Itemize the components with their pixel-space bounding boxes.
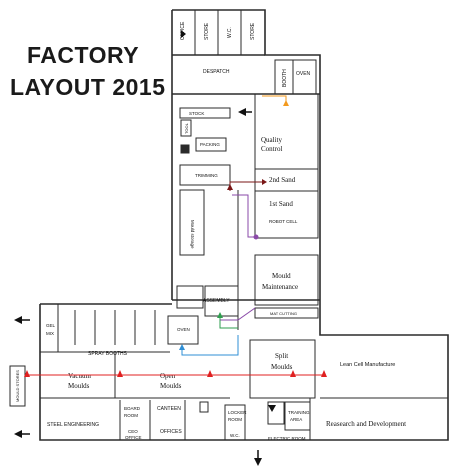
board-room-label-1: BOARD <box>124 406 141 411</box>
first-sand-label: 1st Sand <box>269 200 293 208</box>
stock-label: STOCK <box>189 111 204 116</box>
steel-engineering-label: STEEL ENGINEERING <box>47 422 99 428</box>
exit-arrow-west-bottom <box>14 430 22 438</box>
interior-walls <box>9 10 448 441</box>
flow-line-orange <box>262 95 287 104</box>
door-fixture-top <box>181 30 186 38</box>
training-area-label-1: TRAINING <box>288 410 310 415</box>
vacuum-moulds-label-1: Vacuum <box>68 372 91 380</box>
mould-stores-label: MOULD STORES <box>15 370 20 402</box>
booth-label: BOOTH <box>282 69 288 87</box>
flow-arrows <box>14 30 327 466</box>
flow-line-darkred <box>229 181 262 191</box>
wc-top-label: W.C. <box>227 27 233 38</box>
mould-maintenance-label-1: Mould <box>272 272 291 280</box>
research-development-label: Reasearch and Development <box>326 420 406 428</box>
spray-booths-label: SPRAY BOOTHS <box>88 351 128 357</box>
flow-line-purple <box>232 194 255 238</box>
arrow-red-2 <box>117 370 123 377</box>
second-sand-label: 2nd Sand <box>269 176 296 184</box>
title-line-1: FACTORY <box>27 42 140 68</box>
vacuum-moulds-label-2: Moulds <box>68 382 90 390</box>
locker-room-label-2: ROOM <box>228 417 242 422</box>
arrow-red-4 <box>290 370 296 377</box>
gel-mix-label-1: GEL <box>46 323 56 328</box>
locker-room-label-1: LOCKER <box>228 410 247 415</box>
arrow-green <box>217 312 223 318</box>
exit-arrow-despatch <box>238 108 246 116</box>
exit-arrow-south <box>254 458 262 466</box>
canteen-label: CANTEEN <box>157 406 181 412</box>
offices-label: OFFICES <box>160 429 182 435</box>
arrow-red-3 <box>207 370 213 377</box>
stair-icon <box>268 405 276 412</box>
arrow-red-1 <box>24 370 30 377</box>
exit-arrow-west-top <box>14 316 22 324</box>
room-labels: OFFICE STORE W.C. STORE BOOTH OVEN DESPA… <box>15 21 406 441</box>
training-area-label-2: AREA <box>290 417 302 422</box>
arrow-red-5 <box>321 370 327 377</box>
ceo-office-label-1: CEO <box>128 429 138 434</box>
gel-mix-label-2: MIX <box>46 331 54 336</box>
title-line-2: LAYOUT 2015 <box>10 74 166 100</box>
quality-control-label-2: Control <box>261 145 282 153</box>
trimming-label: TRIMMING <box>195 173 218 178</box>
store-label: STORE <box>204 22 210 40</box>
arrow-blue <box>179 344 185 350</box>
flow-line-purple-2 <box>220 307 256 321</box>
oven-top-label: OVEN <box>296 71 311 77</box>
arrow-darkred-2 <box>262 179 267 185</box>
packing-label: PACKING <box>200 142 220 147</box>
tool-label: TOOL <box>184 122 189 134</box>
flow-paths <box>25 95 325 376</box>
open-moulds-label-1: Open <box>160 372 176 380</box>
open-moulds-label-2: Moulds <box>160 382 182 390</box>
split-moulds-label-1: Split <box>275 352 288 360</box>
mould-maintenance-label-2: Maintenance <box>262 283 298 291</box>
outer-walls <box>39 9 449 441</box>
arrow-orange <box>283 100 289 106</box>
oven-mid-label: OVEN <box>177 327 190 332</box>
ceo-office-label-2: OFFICE <box>125 435 142 440</box>
office-top-label: OFFICE <box>180 21 186 40</box>
mould-storage-label: Mould storage <box>190 220 195 249</box>
despatch-label: DESPATCH <box>203 69 230 75</box>
electric-room-label: ELECTRIC ROOM <box>268 436 306 441</box>
arrow-darkred <box>227 184 233 190</box>
assembly-label: ASSEMBLY <box>203 298 230 304</box>
lean-cell-label: Lean Cell Manufacture <box>340 362 395 368</box>
split-moulds-label-2: Moulds <box>271 363 293 371</box>
flow-line-blue <box>181 335 239 356</box>
arrow-purple <box>253 234 259 240</box>
quality-control-label-1: Quality <box>261 136 282 144</box>
robot-cell-label: ROBOT CELL <box>269 219 298 224</box>
mat-cutting-label: MAT CUTTING <box>270 311 297 316</box>
store2-label: STORE <box>250 22 256 40</box>
board-room-label-2: ROOM <box>124 413 138 418</box>
flow-line-green <box>219 318 238 329</box>
wc-bottom-label: W.C. <box>230 433 240 438</box>
